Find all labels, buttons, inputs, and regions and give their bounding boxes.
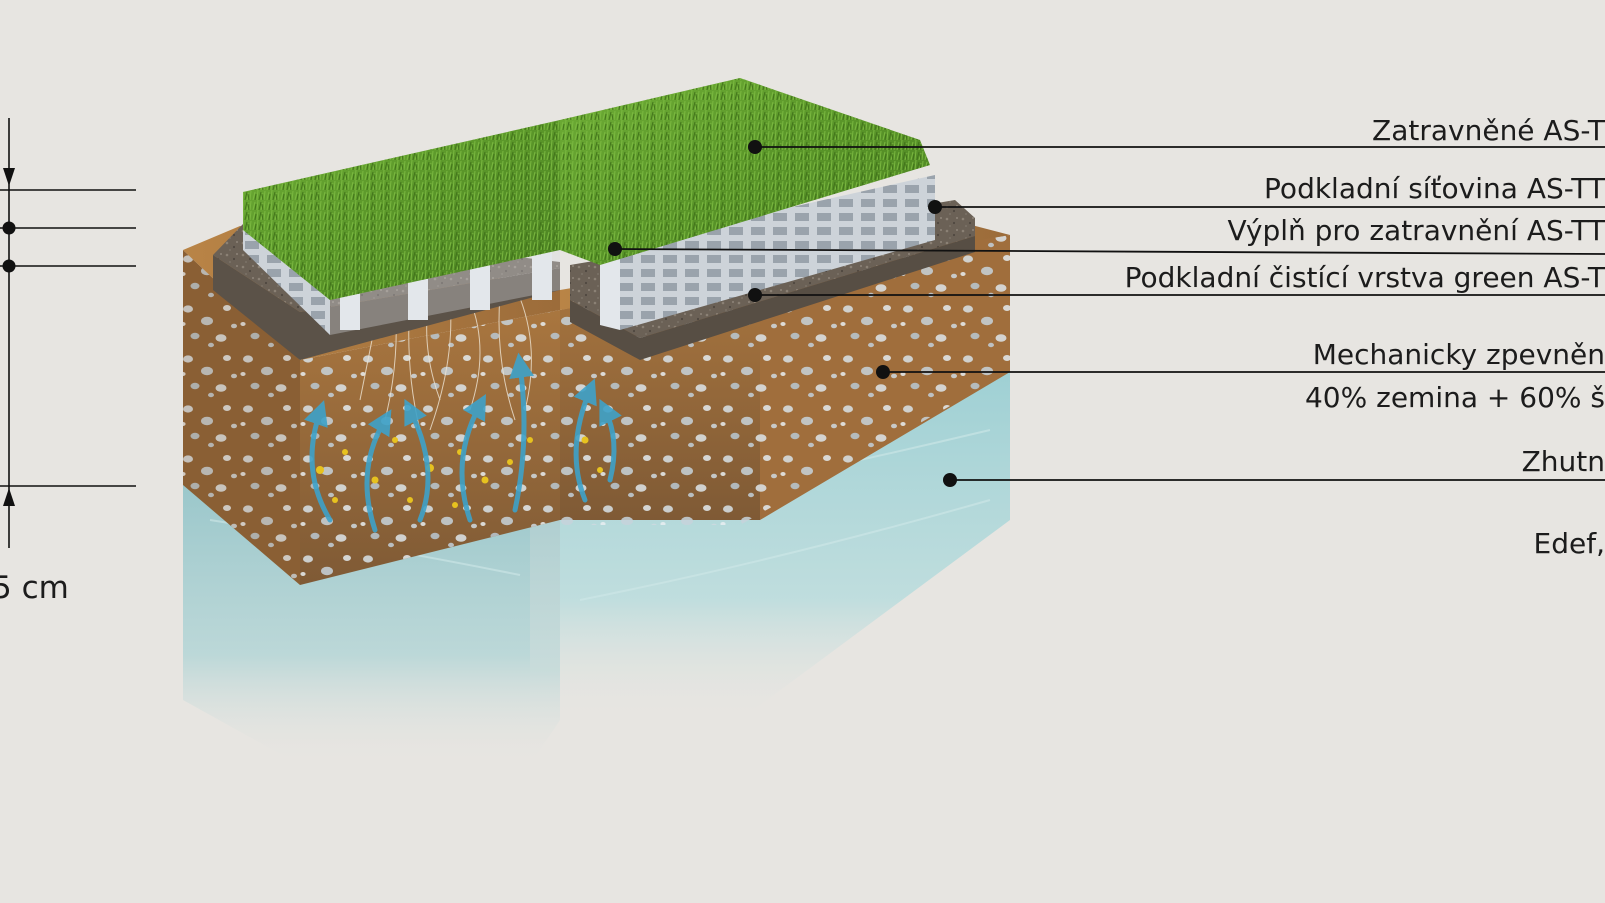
label-cleaning: Podkladní čistící vrstva green AS-T <box>1124 261 1605 294</box>
leader-dots <box>608 140 957 487</box>
dot-fill <box>608 242 622 256</box>
dimension-dot-1 <box>2 221 16 235</box>
water-flow-arrows <box>304 352 622 533</box>
filtered-particles <box>316 436 603 508</box>
dot-mechanical <box>876 365 890 379</box>
label-mechanical-1: Mechanicky zpevněn <box>1312 338 1605 371</box>
label-compacted: Zhutn <box>1521 445 1605 478</box>
dimension-label: 5 cm <box>0 570 69 606</box>
grass-surface <box>243 78 930 300</box>
dot-cleaning <box>748 288 762 302</box>
dimension-arrow-up <box>3 488 15 506</box>
dot-compacted <box>943 473 957 487</box>
label-mechanical-2: 40% zemina + 60% š <box>1304 381 1605 414</box>
leader-lines <box>614 146 1605 481</box>
dimension-dot-2 <box>2 259 16 273</box>
label-edef: Edef, <box>1533 527 1605 560</box>
dot-grass <box>748 140 762 154</box>
label-fill: Výplň pro zatravnění AS-TT <box>1227 214 1605 247</box>
leader-fill <box>614 248 1605 255</box>
dimension-scale <box>0 118 136 548</box>
dimension-arrow-down <box>3 168 15 186</box>
dot-mesh <box>928 200 942 214</box>
label-mesh: Podkladní síťovina AS-TT <box>1264 172 1605 205</box>
label-grass: Zatravněné AS-T <box>1372 114 1605 147</box>
